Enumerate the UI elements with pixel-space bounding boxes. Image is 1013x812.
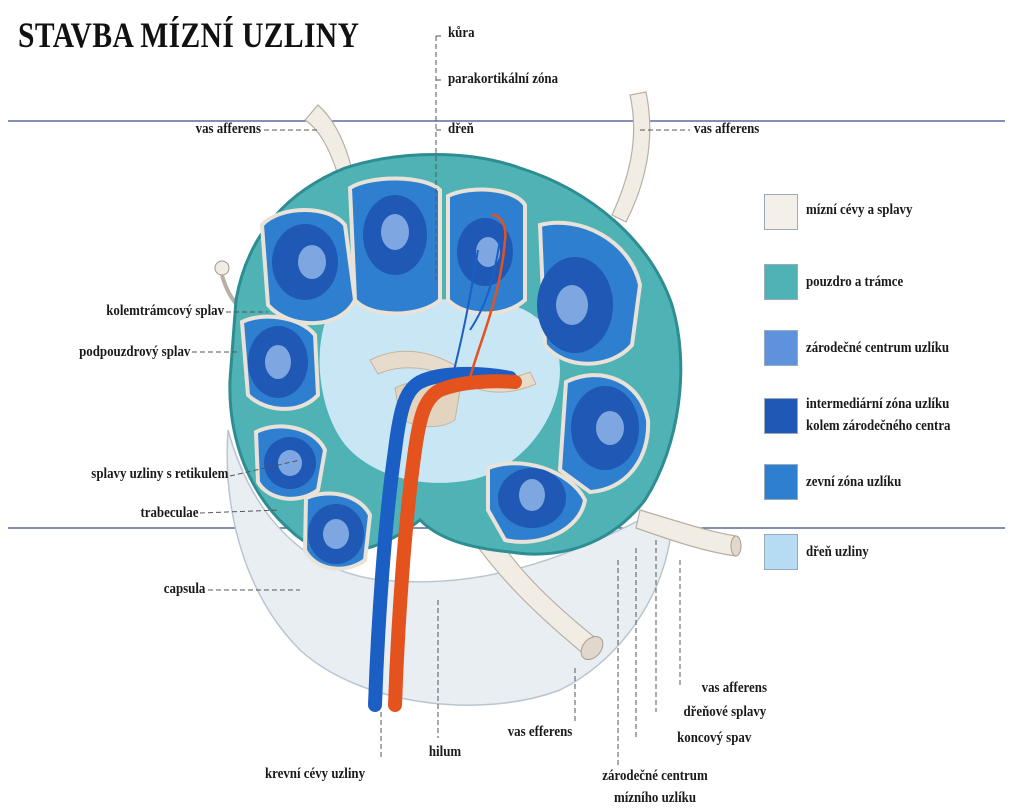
vas-afferens-left-tube xyxy=(305,105,352,175)
legend-label: zárodečné centrum uzlíku xyxy=(806,338,949,358)
follicle-2 xyxy=(350,178,440,313)
legend-swatch xyxy=(764,398,798,434)
label-podpouzdrovy-splav: podpouzdrový splav xyxy=(79,344,190,361)
label-vas-afferens-bottom: vas afferens xyxy=(702,680,767,697)
legend-label: zevní zóna uzlíku xyxy=(806,472,901,492)
label-kolemtramcovy-splav: kolemtrámcový splav xyxy=(106,303,224,320)
follicle-9 xyxy=(305,493,370,568)
label-hilum: hilum xyxy=(424,744,467,761)
label-trabeculae: trabeculae xyxy=(140,505,198,522)
label-vas-afferens-right: vas afferens xyxy=(694,121,759,138)
vas-afferens-lower-opening xyxy=(731,536,741,556)
label-splavy-uzliny: splavy uzliny s retikulem xyxy=(91,466,228,483)
legend-swatch xyxy=(764,330,798,366)
label-parakortikalni-zona: parakortikální zóna xyxy=(448,71,558,88)
label-vas-afferens-left: vas afferens xyxy=(196,121,261,138)
label-capsula: capsula xyxy=(163,581,205,598)
follicle-7 xyxy=(242,317,318,409)
small-vessel-stub xyxy=(215,261,229,275)
legend-label: dřeň uzliny xyxy=(806,542,869,562)
legend-swatch xyxy=(764,264,798,300)
label-koncovy-spav: koncový spav xyxy=(677,730,751,747)
label-krevni-cevy: krevní cévy uzliny xyxy=(251,766,380,783)
legend-label: pouzdro a trámce xyxy=(806,272,903,292)
legend-label: intermediární zóna uzlíku xyxy=(806,394,949,414)
legend-swatch xyxy=(764,194,798,230)
label-vas-efferens: vas efferens xyxy=(497,724,583,741)
legend-label: mízní cévy a splavy xyxy=(806,200,912,220)
label-zarodecne-centrum-2: mízního uzlíku xyxy=(591,790,720,807)
label-drenove-splavy: dřeňové splavy xyxy=(683,704,766,721)
label-kura: kůra xyxy=(448,25,475,42)
follicle-8 xyxy=(256,426,325,498)
legend-swatch xyxy=(764,534,798,570)
page-title: STAVBA MÍZNÍ UZLINY xyxy=(18,14,359,56)
legend-label-line2: kolem zárodečného centra xyxy=(806,416,951,436)
label-dren: dřeň xyxy=(448,121,474,138)
label-zarodecne-centrum-1: zárodečné centrum xyxy=(591,768,720,785)
follicle-1 xyxy=(262,210,355,323)
vas-afferens-right-tube xyxy=(612,92,650,222)
legend-swatch xyxy=(764,464,798,500)
